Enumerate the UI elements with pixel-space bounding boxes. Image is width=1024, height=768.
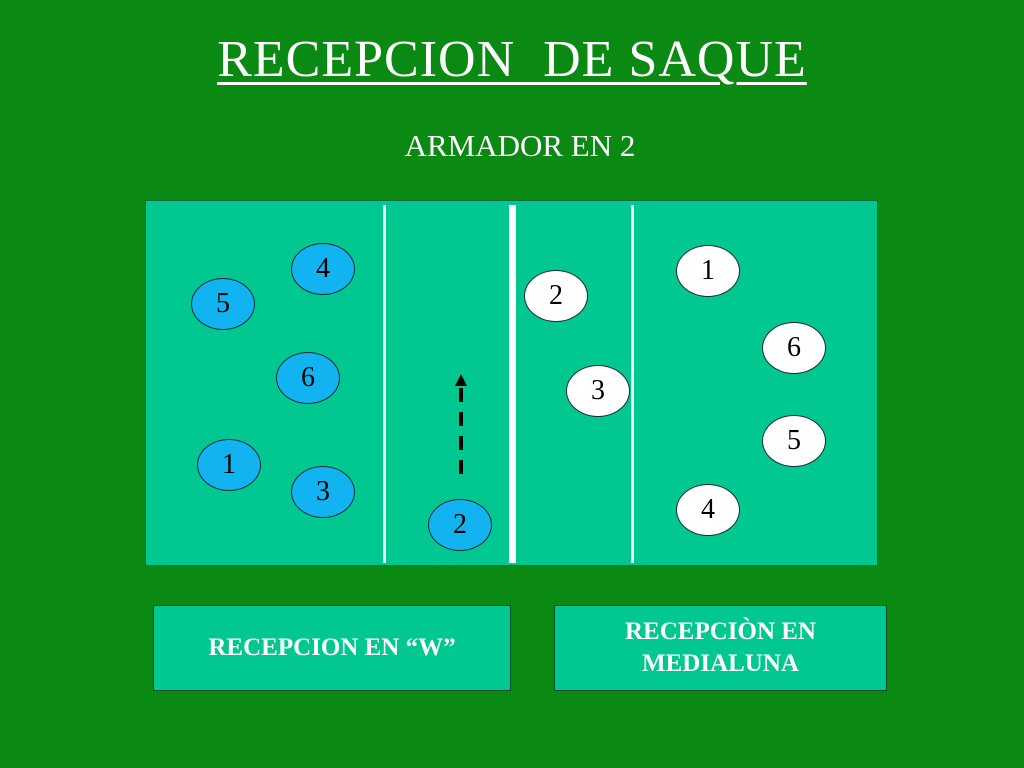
left-player-5: 5: [191, 278, 255, 330]
slide-subtitle: ARMADOR EN 2: [404, 128, 636, 163]
left-player-3: 3: [291, 466, 355, 518]
volleyball-court: [145, 200, 878, 566]
reception-half-moon-line1: RECEPCIÒN EN: [625, 617, 816, 645]
right-player-1: 1: [676, 245, 740, 297]
left-player-1: 1: [197, 439, 261, 491]
right-player-3: 3: [566, 365, 630, 417]
slide-title: RECEPCION DE SAQUE: [217, 31, 807, 88]
reception-half-moon-label: RECEPCIÒN EN MEDIALUNA: [554, 605, 887, 691]
left-player-2-setter: 2: [428, 499, 492, 551]
right-player-4: 4: [676, 484, 740, 536]
left-player-4: 4: [291, 243, 355, 295]
right-player-2: 2: [524, 270, 588, 322]
right-player-6: 6: [762, 322, 826, 374]
right-attack-line: [631, 205, 634, 563]
left-player-6: 6: [276, 352, 340, 404]
reception-w-label: RECEPCION EN “W”: [153, 605, 511, 691]
net-line: [509, 205, 516, 563]
left-attack-line: [383, 205, 386, 563]
reception-w-text: RECEPCION EN “W”: [208, 633, 456, 661]
reception-half-moon-line2: MEDIALUNA: [642, 650, 799, 677]
setter-movement-arrow: [455, 374, 467, 476]
right-player-5: 5: [762, 415, 826, 467]
